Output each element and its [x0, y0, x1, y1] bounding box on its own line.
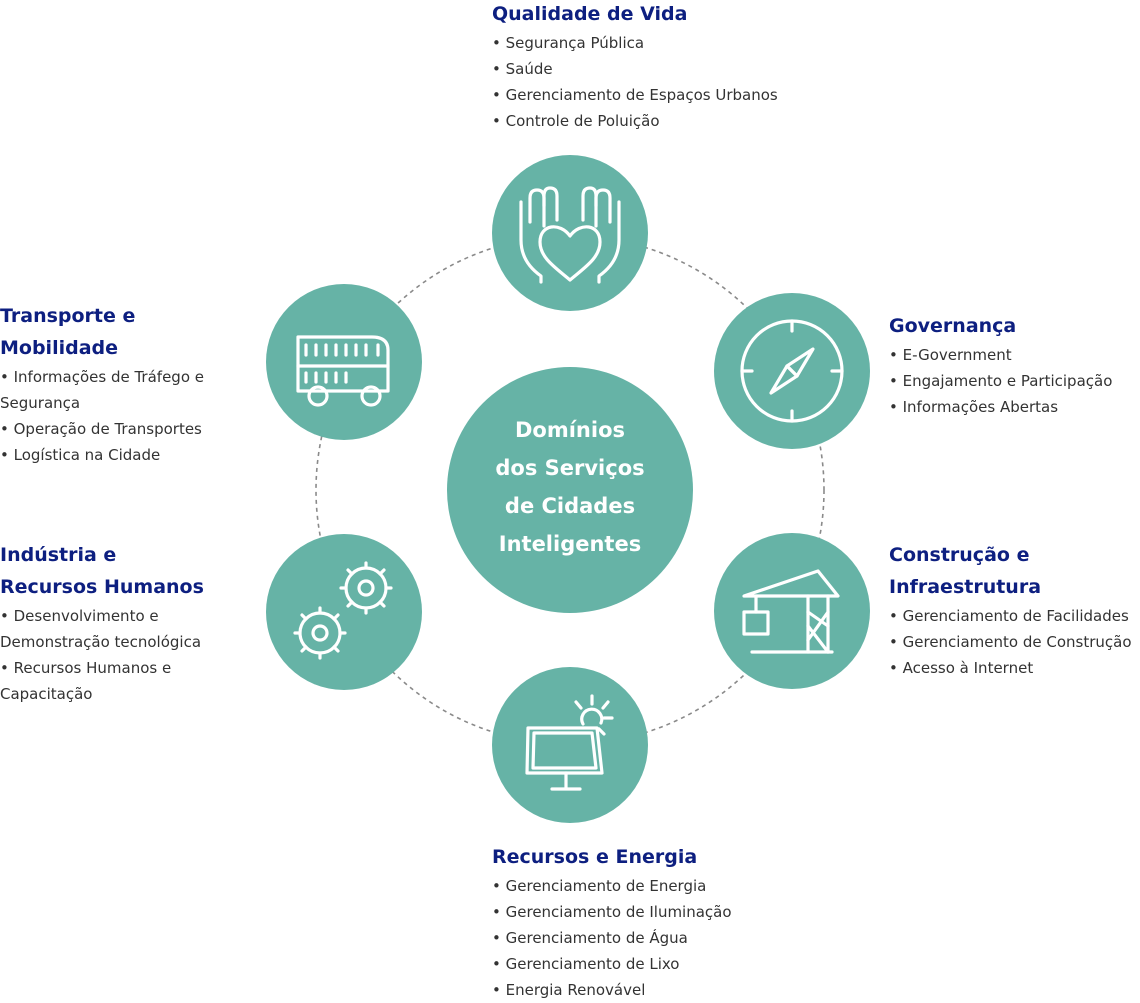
center-circle — [447, 367, 693, 613]
center-label-line: de Cidades — [504, 494, 636, 518]
domain-industria: Indústria e Recursos Humanos Desenvolvim… — [0, 539, 262, 707]
domain-item: E-Government — [889, 342, 1139, 368]
domain-recursos-energia: Recursos e Energia Gerenciamento de Ener… — [492, 841, 832, 1003]
center-label: Domínios dos Serviços de Cidades Intelig… — [447, 411, 693, 563]
solar-panel-icon — [525, 694, 614, 791]
domain-title: Indústria e — [0, 544, 117, 566]
center-label-line: Inteligentes — [498, 532, 642, 556]
domain-item: Recursos Humanos e Capacitação — [0, 655, 262, 707]
domain-item: Gerenciamento de Iluminação — [492, 899, 832, 925]
domain-list: Desenvolvimento e Demonstração tecnológi… — [0, 603, 262, 707]
domain-item: Engajamento e Participação — [889, 368, 1139, 394]
domain-construcao: Construção e Infraestrutura Gerenciament… — [889, 539, 1139, 681]
domain-item: Saúde — [492, 56, 832, 82]
domain-list: Gerenciamento de Energia Gerenciamento d… — [492, 873, 832, 1003]
domain-item: Controle de Poluição — [492, 108, 832, 134]
domain-qualidade-de-vida: Qualidade de Vida Segurança Pública Saúd… — [492, 0, 832, 134]
domain-governanca: Governança E-Government Engajamento e Pa… — [889, 310, 1139, 420]
domain-item: Acesso à Internet — [889, 655, 1139, 681]
domain-item: Operação de Transportes — [0, 416, 222, 442]
domain-item: Gerenciamento de Espaços Urbanos — [492, 82, 832, 108]
domain-list: Informações de Tráfego e Segurança Opera… — [0, 364, 222, 468]
center-label-line: Domínios — [514, 418, 625, 442]
domain-item: Gerenciamento de Água — [492, 925, 832, 951]
domain-list: E-Government Engajamento e Participação … — [889, 342, 1139, 420]
node-recursos-energia — [492, 667, 648, 823]
domain-transporte: Transporte e Mobilidade Informações de T… — [0, 300, 222, 468]
domain-item: Gerenciamento de Facilidades — [889, 603, 1139, 629]
node-governanca — [714, 293, 870, 449]
domain-item: Informações de Tráfego e Segurança — [0, 364, 222, 416]
domain-list: Gerenciamento de Facilidades Gerenciamen… — [889, 603, 1139, 681]
domain-title: Recursos Humanos — [0, 576, 204, 598]
center-label-line: dos Serviços — [495, 456, 645, 480]
domain-item: Desenvolvimento e Demonstração tecnológi… — [0, 603, 262, 655]
domain-item: Gerenciamento de Lixo — [492, 951, 832, 977]
compass-icon — [740, 319, 844, 423]
domain-item: Gerenciamento de Construção — [889, 629, 1139, 655]
gears-icon — [293, 561, 393, 660]
domain-item: Informações Abertas — [889, 394, 1139, 420]
hands-heart-icon — [519, 186, 621, 284]
node-qualidade-de-vida — [492, 155, 648, 311]
domain-title: Transporte e Mobilidade — [0, 305, 136, 359]
domain-list: Segurança Pública Saúde Gerenciamento de… — [492, 30, 832, 134]
domain-title: Construção e — [889, 544, 1030, 566]
domain-item: Logística na Cidade — [0, 442, 222, 468]
domain-title: Recursos e Energia — [492, 846, 698, 868]
domain-item: Segurança Pública — [492, 30, 832, 56]
node-industria — [266, 534, 422, 690]
domain-title: Infraestrutura — [889, 576, 1042, 598]
node-construcao — [714, 533, 870, 689]
domain-title: Governança — [889, 315, 1017, 337]
domain-title: Qualidade de Vida — [492, 3, 688, 25]
node-transporte — [266, 284, 422, 440]
dashed-ring — [315, 235, 825, 745]
domain-item: Gerenciamento de Energia — [492, 873, 832, 899]
domain-item: Energia Renovável — [492, 977, 832, 1003]
crane-icon — [742, 569, 840, 654]
bus-icon — [296, 335, 390, 407]
